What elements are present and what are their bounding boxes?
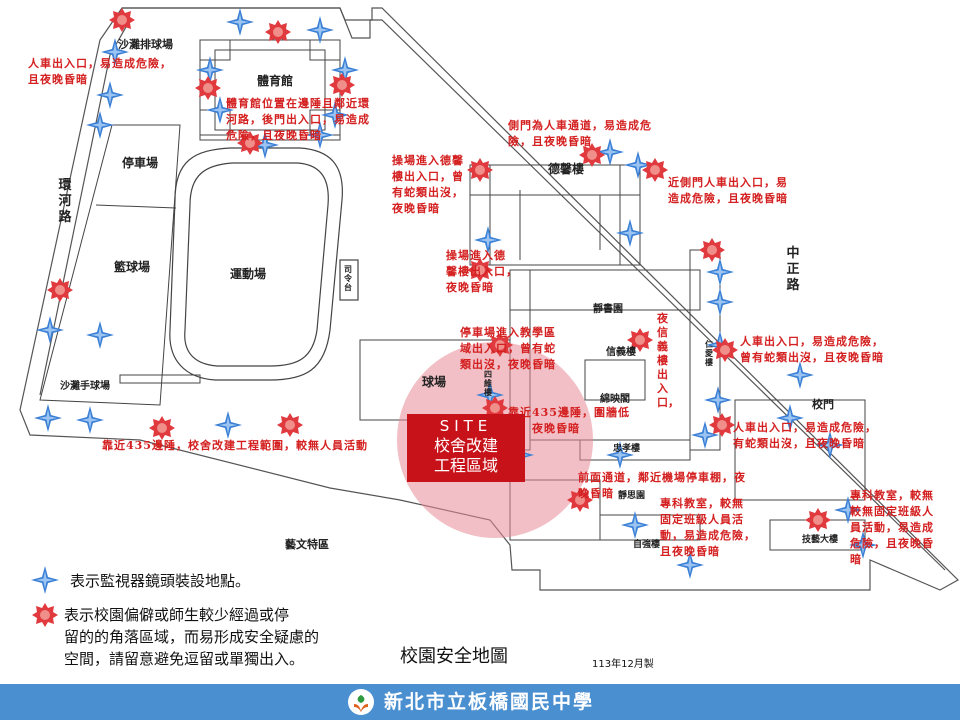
legend-danger: 表示校園偏僻或師生較少經過或停 留的的角落區域，而易形成安全疑慮的 空間，請留意…: [64, 606, 320, 668]
danger-icon: [329, 73, 355, 97]
note-xinyi-entrance: 夜信義樓出入口，: [657, 312, 679, 409]
danger-icon: [149, 416, 175, 440]
label-gym: 體育館: [257, 74, 294, 88]
label-beach-handball: 沙灘手球場: [60, 381, 110, 392]
danger-icon: [467, 158, 493, 182]
map-date: 113年12月製: [592, 659, 654, 670]
footer-bar: [0, 684, 960, 720]
danger-icon: [32, 603, 58, 627]
danger-icon: [47, 278, 73, 302]
label-ball-court: 球場: [422, 375, 447, 389]
label-renai: 仁愛樓: [705, 340, 713, 367]
note-east-gate: 人車出入口，易造成危險，曾有蛇類出沒，且夜晚昏暗: [740, 335, 884, 364]
label-basketball: 籃球場: [114, 260, 151, 274]
label-podium: 司令台: [344, 265, 352, 292]
camera-icon: [706, 258, 734, 286]
camera-icon: [704, 386, 732, 414]
camera-icon: [86, 321, 114, 349]
camera-icon: [76, 406, 104, 434]
label-xinyi: 信義樓: [606, 347, 636, 358]
label-jingshu: 靜書園: [593, 304, 623, 315]
label-parking: 停車場: [122, 156, 159, 170]
camera-icon: [34, 404, 62, 432]
danger-icon: [109, 8, 135, 32]
school-logo-icon: [348, 689, 374, 715]
note-front-passage: 前面通道，鄰近機場停車棚，夜晚昏暗: [578, 471, 746, 500]
camera-icon: [31, 566, 59, 594]
danger-icon: [277, 413, 303, 437]
label-ziqiang: 自強樓: [633, 540, 661, 550]
label-siwei: 四維樓: [484, 370, 492, 397]
danger-icon: [699, 238, 725, 262]
camera-icon: [226, 8, 254, 36]
handball-bar: [119, 374, 201, 384]
label-zhonghe: 忠孝樓: [613, 444, 641, 454]
note-dexin-entrance: 操場進入德馨樓出入口，曾有蛇類出沒，夜晚昏暗: [392, 154, 464, 215]
map-title: 校園安全地圖: [400, 646, 508, 667]
campus-boundary: [19, 7, 959, 591]
danger-icon: [805, 508, 831, 532]
dexin-complex: [469, 164, 641, 266]
note-special-classroom-2: 專科教室，較無較無固定班級人員活動，易造成危險，且夜晚昏暗: [850, 489, 934, 566]
note-gym: 體育館位置在邊陲且鄰近環河路，後門出入口，易造成危險，且夜晚昏暗: [226, 97, 370, 142]
note-parking-entrance: 停車場進入教學區域出入口，曾有蛇類出沒，夜晚昏暗: [460, 326, 556, 371]
note-low-wall: 靠近435邊陲，圍牆低矮，夜晚昏暗: [508, 406, 630, 435]
note-west-gate: 人車出入口，易造成危險，且夜晚昏暗: [28, 57, 172, 86]
label-xiuyuan: 靜思園: [618, 491, 646, 501]
label-yili: 藝文特區: [285, 538, 329, 551]
note-dexin-entrance-2: 操場進入德馨樓出入口，夜晚昏暗: [446, 249, 518, 294]
parking-area: [39, 124, 181, 406]
school-name: 新北市立板橋國民中學: [384, 691, 595, 713]
label-jiyi: 技藝大樓: [802, 535, 839, 545]
label-zhongzheng-road: 中正路: [786, 246, 800, 293]
label-huanhe-road: 環河路: [58, 178, 72, 225]
label-mingde: 綿映閣: [600, 394, 630, 405]
camera-icon: [706, 288, 734, 316]
label-beach-volleyball: 沙灘排球場: [118, 38, 173, 51]
danger-icon: [642, 158, 668, 182]
note-main-gate: 人車出入口，易造成危險，有蛇類出沒，且夜晚昏暗: [733, 421, 877, 450]
running-track: [169, 147, 359, 381]
danger-icon: [195, 76, 221, 100]
label-school-gate: 校門: [812, 398, 834, 411]
note-near-side-gate: 近側門人車出入口，易造成危險，且夜晚昏暗: [668, 176, 788, 205]
site-construction-box: SITE 校舍改建 工程區域: [407, 414, 525, 482]
legend-camera: 表示監視器鏡頭裝設地點。: [70, 572, 251, 590]
camera-icon: [214, 411, 242, 439]
note-special-classroom-1: 專科教室，較無固定班級人員活動，易造成危險，且夜晚昏暗: [660, 497, 756, 558]
label-track: 運動場: [230, 267, 267, 281]
note-side-gate: 側門為人車通道，易造成危險，且夜晚昏暗: [508, 119, 652, 148]
note-construction-edge: 靠近435邊陲，校舍改建工程範圍，較無人員活動: [102, 439, 368, 452]
label-dexin: 德馨樓: [548, 162, 585, 176]
camera-icon: [36, 316, 64, 344]
